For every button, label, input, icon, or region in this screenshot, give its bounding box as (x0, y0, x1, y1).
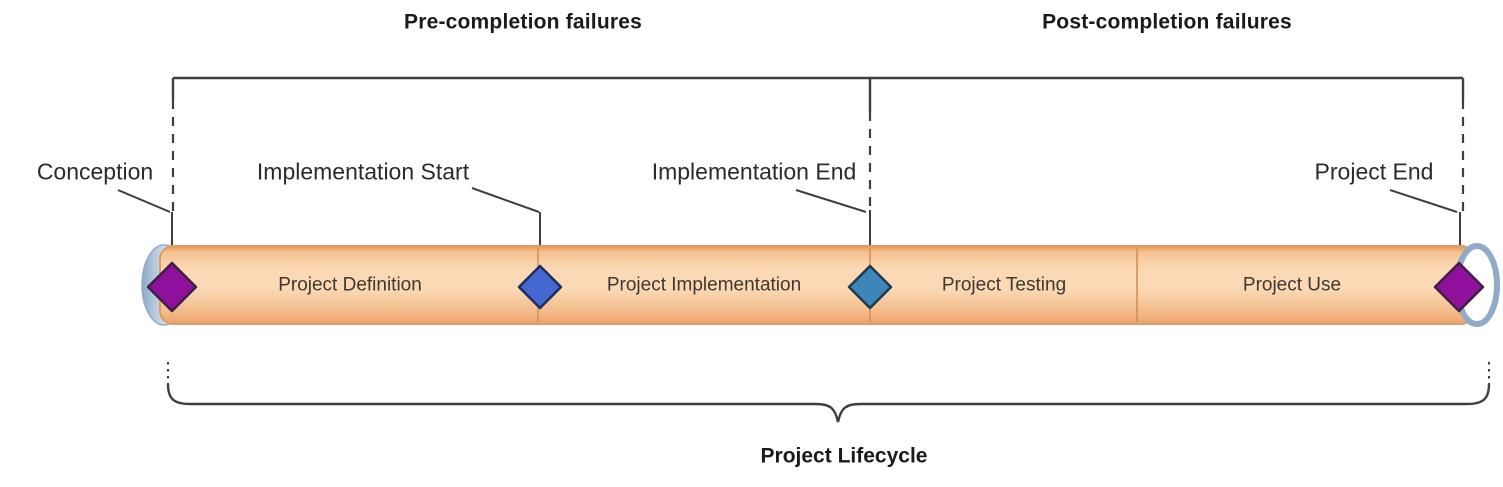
milestone-markers (146, 261, 1485, 313)
pre-completion-failures-title: Pre-completion failures (404, 10, 642, 34)
project-lifecycle-label: Project Lifecycle (760, 444, 928, 468)
milestone-label-implementation-end: Implementation End (651, 158, 857, 185)
failure-regions-bracket (171, 76, 1465, 112)
milestone-dashed-droplines (171, 100, 1465, 212)
implementation-end-diamond (847, 264, 893, 310)
lifecycle-brace (166, 362, 1491, 423)
phase-label-testing: Project Testing (941, 274, 1067, 296)
phase-label-implementation: Project Implementation (606, 274, 802, 296)
phase-label-definition: Project Definition (278, 274, 422, 296)
implementation-start-diamond (517, 264, 563, 310)
conception-diamond (146, 261, 198, 313)
milestone-leader-lines (117, 187, 1461, 275)
post-completion-failures-title: Post-completion failures (1042, 10, 1292, 34)
project-end-diamond (1433, 261, 1485, 313)
milestone-label-implementation-start: Implementation Start (256, 158, 470, 185)
phase-label-use: Project Use (1242, 274, 1342, 296)
milestone-label-conception: Conception (36, 158, 154, 185)
milestone-label-project-end: Project End (1314, 158, 1434, 185)
